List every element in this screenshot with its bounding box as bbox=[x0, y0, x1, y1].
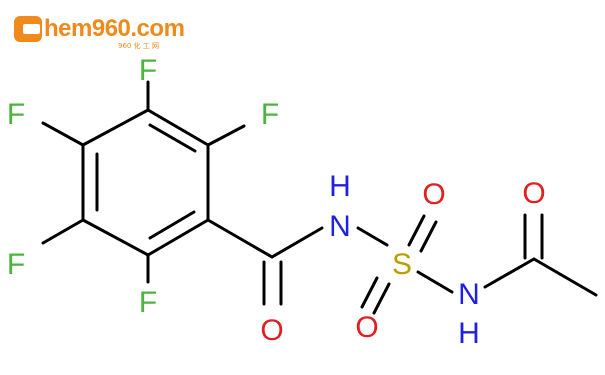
logo-c-icon bbox=[14, 16, 42, 42]
hydrogen-atom: H bbox=[458, 317, 480, 350]
oxygen-atom: O bbox=[422, 178, 445, 211]
oxygen-atom: O bbox=[260, 314, 283, 347]
logo-brand-text: hem960.com bbox=[44, 15, 185, 42]
oxygen-atom: O bbox=[355, 311, 378, 344]
chem960-logo: hem960.com 960 化 工 网 bbox=[14, 12, 185, 52]
s-o-double-bond bbox=[419, 220, 438, 253]
fluorine-atom: F bbox=[139, 54, 157, 87]
sulfur-atom: S bbox=[392, 248, 412, 281]
atom-labels: F F F F F N H S O O N H O O bbox=[7, 54, 546, 350]
bonds bbox=[41, 80, 598, 315]
c-f-bond bbox=[41, 218, 85, 245]
s-o-double-bond bbox=[360, 276, 379, 309]
s-o-double-bond bbox=[407, 214, 426, 247]
s-o-double-bond bbox=[372, 282, 391, 315]
aromatic-inner-bond bbox=[148, 123, 197, 153]
ring-bond bbox=[81, 108, 150, 147]
fluorine-atom: F bbox=[139, 286, 157, 319]
c-n-bond bbox=[270, 226, 324, 259]
n-c-bond bbox=[483, 257, 536, 289]
s-n-bond bbox=[416, 270, 454, 294]
ring-bond bbox=[81, 218, 150, 257]
ring-bond bbox=[146, 218, 210, 257]
c-c-bond bbox=[206, 218, 274, 259]
c-f-bond bbox=[41, 121, 85, 147]
n-s-bond bbox=[356, 226, 389, 247]
fluorine-atom: F bbox=[261, 98, 279, 131]
ring-bond bbox=[146, 108, 210, 147]
fluorine-atom: F bbox=[7, 98, 25, 131]
nitrogen-atom: N bbox=[458, 278, 480, 311]
c-f-bond bbox=[206, 124, 246, 147]
fluorine-atom: F bbox=[7, 248, 25, 281]
nitrogen-atom: N bbox=[329, 210, 351, 243]
oxygen-atom: O bbox=[522, 177, 545, 210]
aromatic-inner-bond bbox=[148, 210, 196, 240]
c-c-bond bbox=[532, 257, 598, 297]
hydrogen-atom: H bbox=[329, 170, 351, 203]
logo-subtitle: 960 化 工 网 bbox=[118, 42, 160, 50]
